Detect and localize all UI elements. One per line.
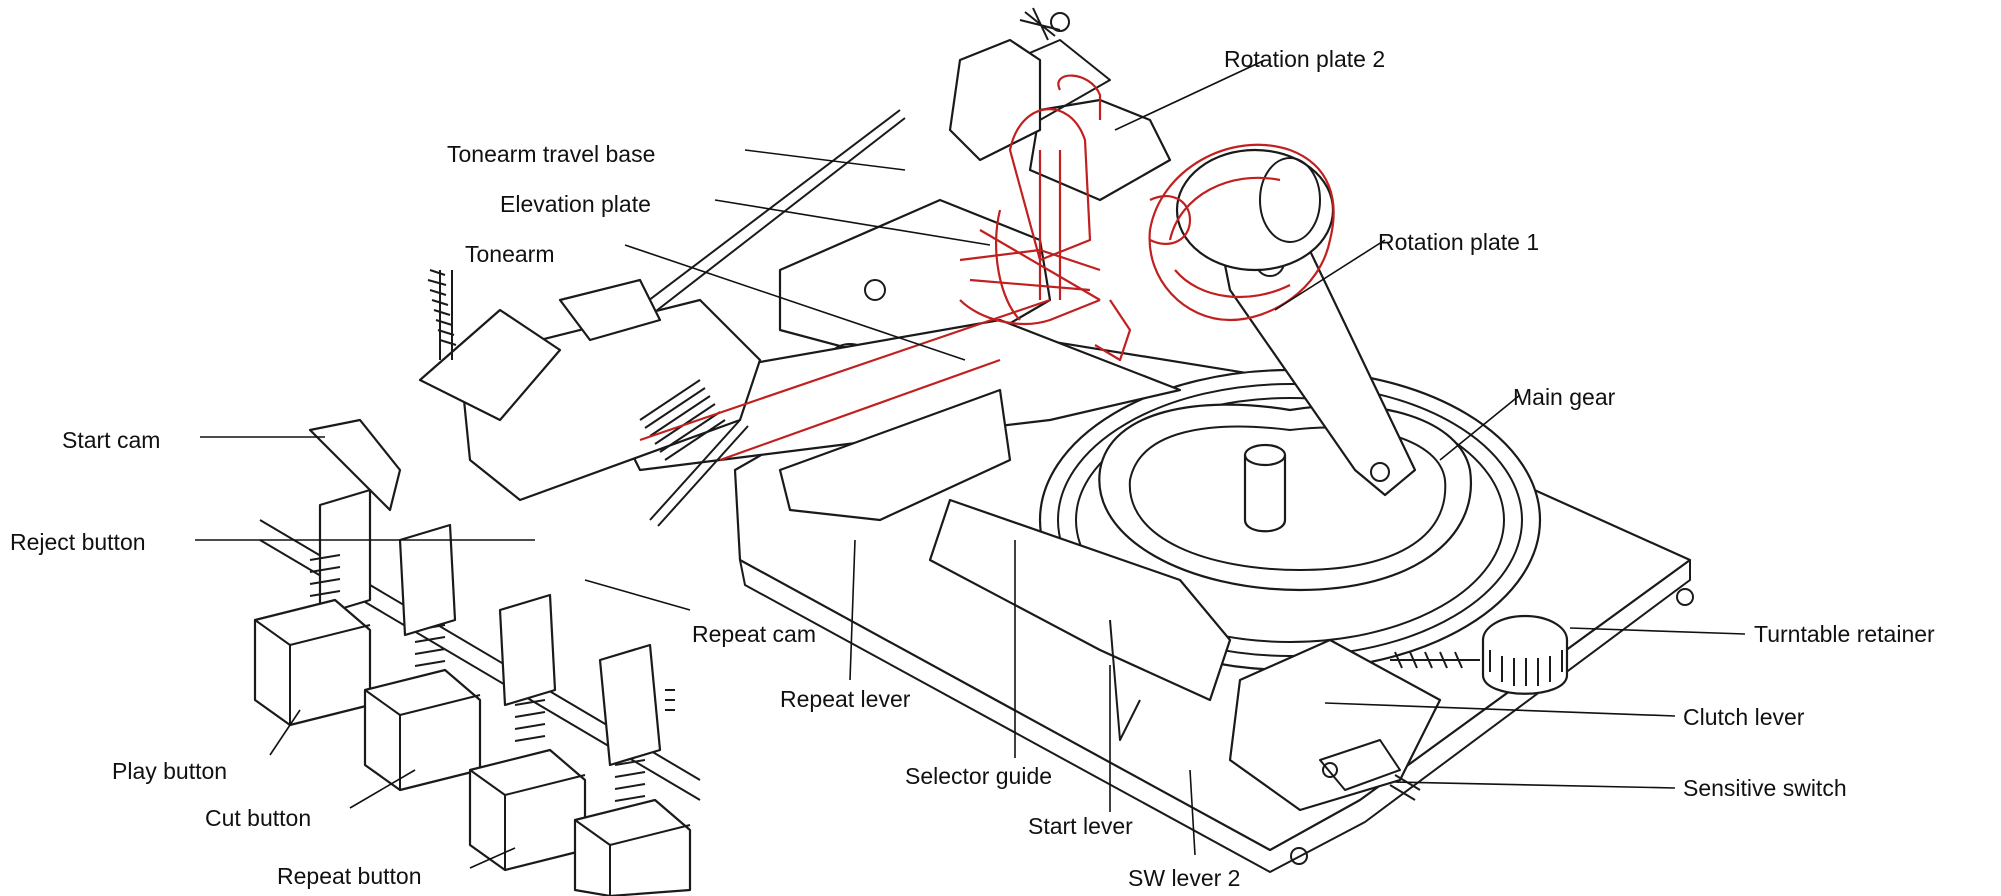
label-sw-lever-2: SW lever 2 — [1128, 865, 1240, 891]
label-main-gear: Main gear — [1513, 384, 1616, 410]
label-selector-guide: Selector guide — [905, 763, 1052, 789]
label-elevation-plate: Elevation plate — [500, 191, 651, 217]
leader-repeat-button — [469, 847, 516, 869]
label-repeat-cam: Repeat cam — [692, 621, 816, 647]
highlighted-parts — [639, 74, 1335, 462]
label-sensitive-switch: Sensitive switch — [1683, 775, 1847, 801]
label-tonearm-travel-base: Tonearm travel base — [447, 141, 655, 167]
leader-repeat-cam — [584, 579, 691, 611]
label-rotation-plate-1: Rotation plate 1 — [1378, 229, 1539, 255]
leader-main-gear — [1439, 394, 1521, 461]
label-turntable-retainer: Turntable retainer — [1754, 621, 1935, 647]
leader-sw-lever-2 — [1189, 769, 1196, 856]
label-start-cam: Start cam — [62, 427, 160, 453]
chassis-drawing — [253, 7, 1694, 896]
label-repeat-button: Repeat button — [277, 863, 422, 889]
leader-tonearm-travel-base — [744, 149, 906, 171]
label-start-lever: Start lever — [1028, 813, 1133, 839]
label-rotation-plate-2: Rotation plate 2 — [1224, 46, 1385, 72]
label-cut-button: Cut button — [205, 805, 311, 831]
leader-rotation-plate-2 — [1114, 59, 1266, 131]
label-reject-button: Reject button — [10, 529, 146, 555]
label-tonearm: Tonearm — [465, 241, 554, 267]
leader-play-button — [269, 709, 301, 756]
leader-tonearm — [624, 244, 966, 361]
leader-turntable-retainer — [1569, 627, 1746, 635]
label-clutch-lever: Clutch lever — [1683, 704, 1805, 730]
leader-clutch-lever — [1324, 702, 1676, 717]
leader-rotation-plate-1 — [1274, 239, 1386, 311]
label-repeat-lever: Repeat lever — [780, 686, 911, 712]
leader-sensitive-switch — [1394, 781, 1676, 789]
leader-lines — [195, 59, 1746, 869]
label-play-button: Play button — [112, 758, 227, 784]
leader-cut-button — [349, 769, 416, 809]
part-labels: Rotation plate 2 Tonearm travel base Ele… — [10, 46, 1935, 891]
leader-repeat-lever — [849, 539, 856, 681]
leader-elevation-plate — [714, 199, 991, 246]
